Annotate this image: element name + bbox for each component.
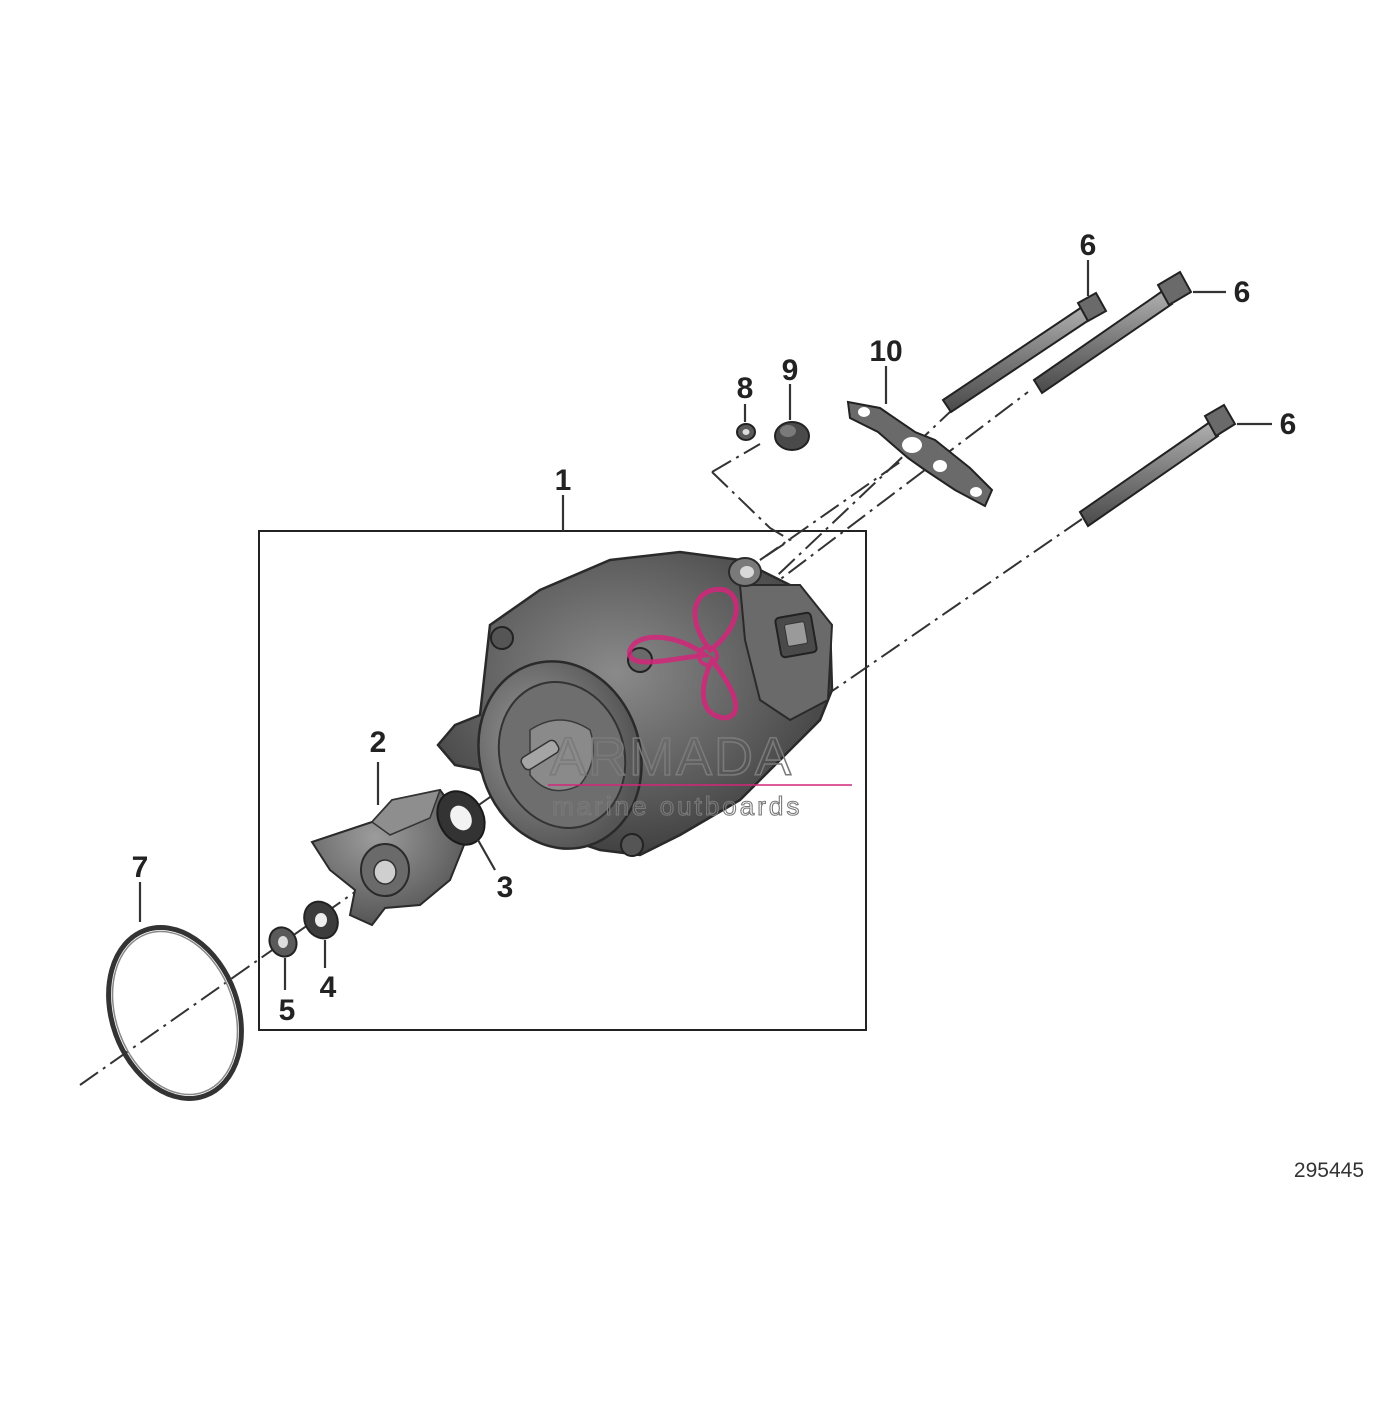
o-ring-inner-edge	[111, 930, 239, 1096]
bolt-axis-line-a	[699, 391, 1029, 641]
bracket-line-top	[711, 443, 761, 473]
nut-part	[268, 926, 298, 958]
impeller-part	[310, 788, 472, 927]
callout-7: 7	[132, 851, 149, 884]
bracket-line	[711, 471, 792, 561]
seal-ring-part	[436, 790, 486, 846]
callout-6c: 6	[1280, 408, 1297, 441]
callout-1: 1	[555, 464, 572, 497]
bolt-part-6a	[941, 291, 1108, 414]
bolt-axis-line-c	[789, 518, 1083, 721]
callout-3: 3	[497, 871, 514, 904]
callout-9: 9	[782, 354, 799, 387]
washer-part-4	[303, 900, 339, 940]
cap-part	[774, 421, 810, 451]
callout-10: 10	[869, 335, 902, 368]
callout-5: 5	[279, 994, 296, 1027]
callout-6a: 6	[1080, 229, 1097, 262]
pump-housing-part	[436, 550, 834, 857]
drawing-number: 295445	[1294, 1159, 1364, 1182]
small-nut-part	[736, 423, 756, 441]
callout-6b: 6	[1234, 276, 1251, 309]
bolt-part-6c	[1078, 403, 1237, 528]
watermark-brand: ARMADA	[550, 727, 793, 787]
bolt-part-6b	[1032, 270, 1193, 395]
propeller-hub	[697, 645, 719, 667]
watermark-tagline: marine outboards	[552, 791, 802, 821]
callout-4: 4	[320, 971, 337, 1004]
leader-line-3	[477, 839, 496, 871]
main-axis-line	[79, 747, 561, 1086]
propeller-blade-left	[627, 634, 712, 665]
propeller-blade-bottom	[700, 655, 739, 721]
o-ring	[106, 925, 244, 1101]
gasket-part	[846, 400, 994, 508]
propeller-logo	[627, 586, 739, 721]
callout-2: 2	[370, 726, 387, 759]
callout-8: 8	[737, 372, 754, 405]
propeller-blade-top	[692, 586, 739, 654]
